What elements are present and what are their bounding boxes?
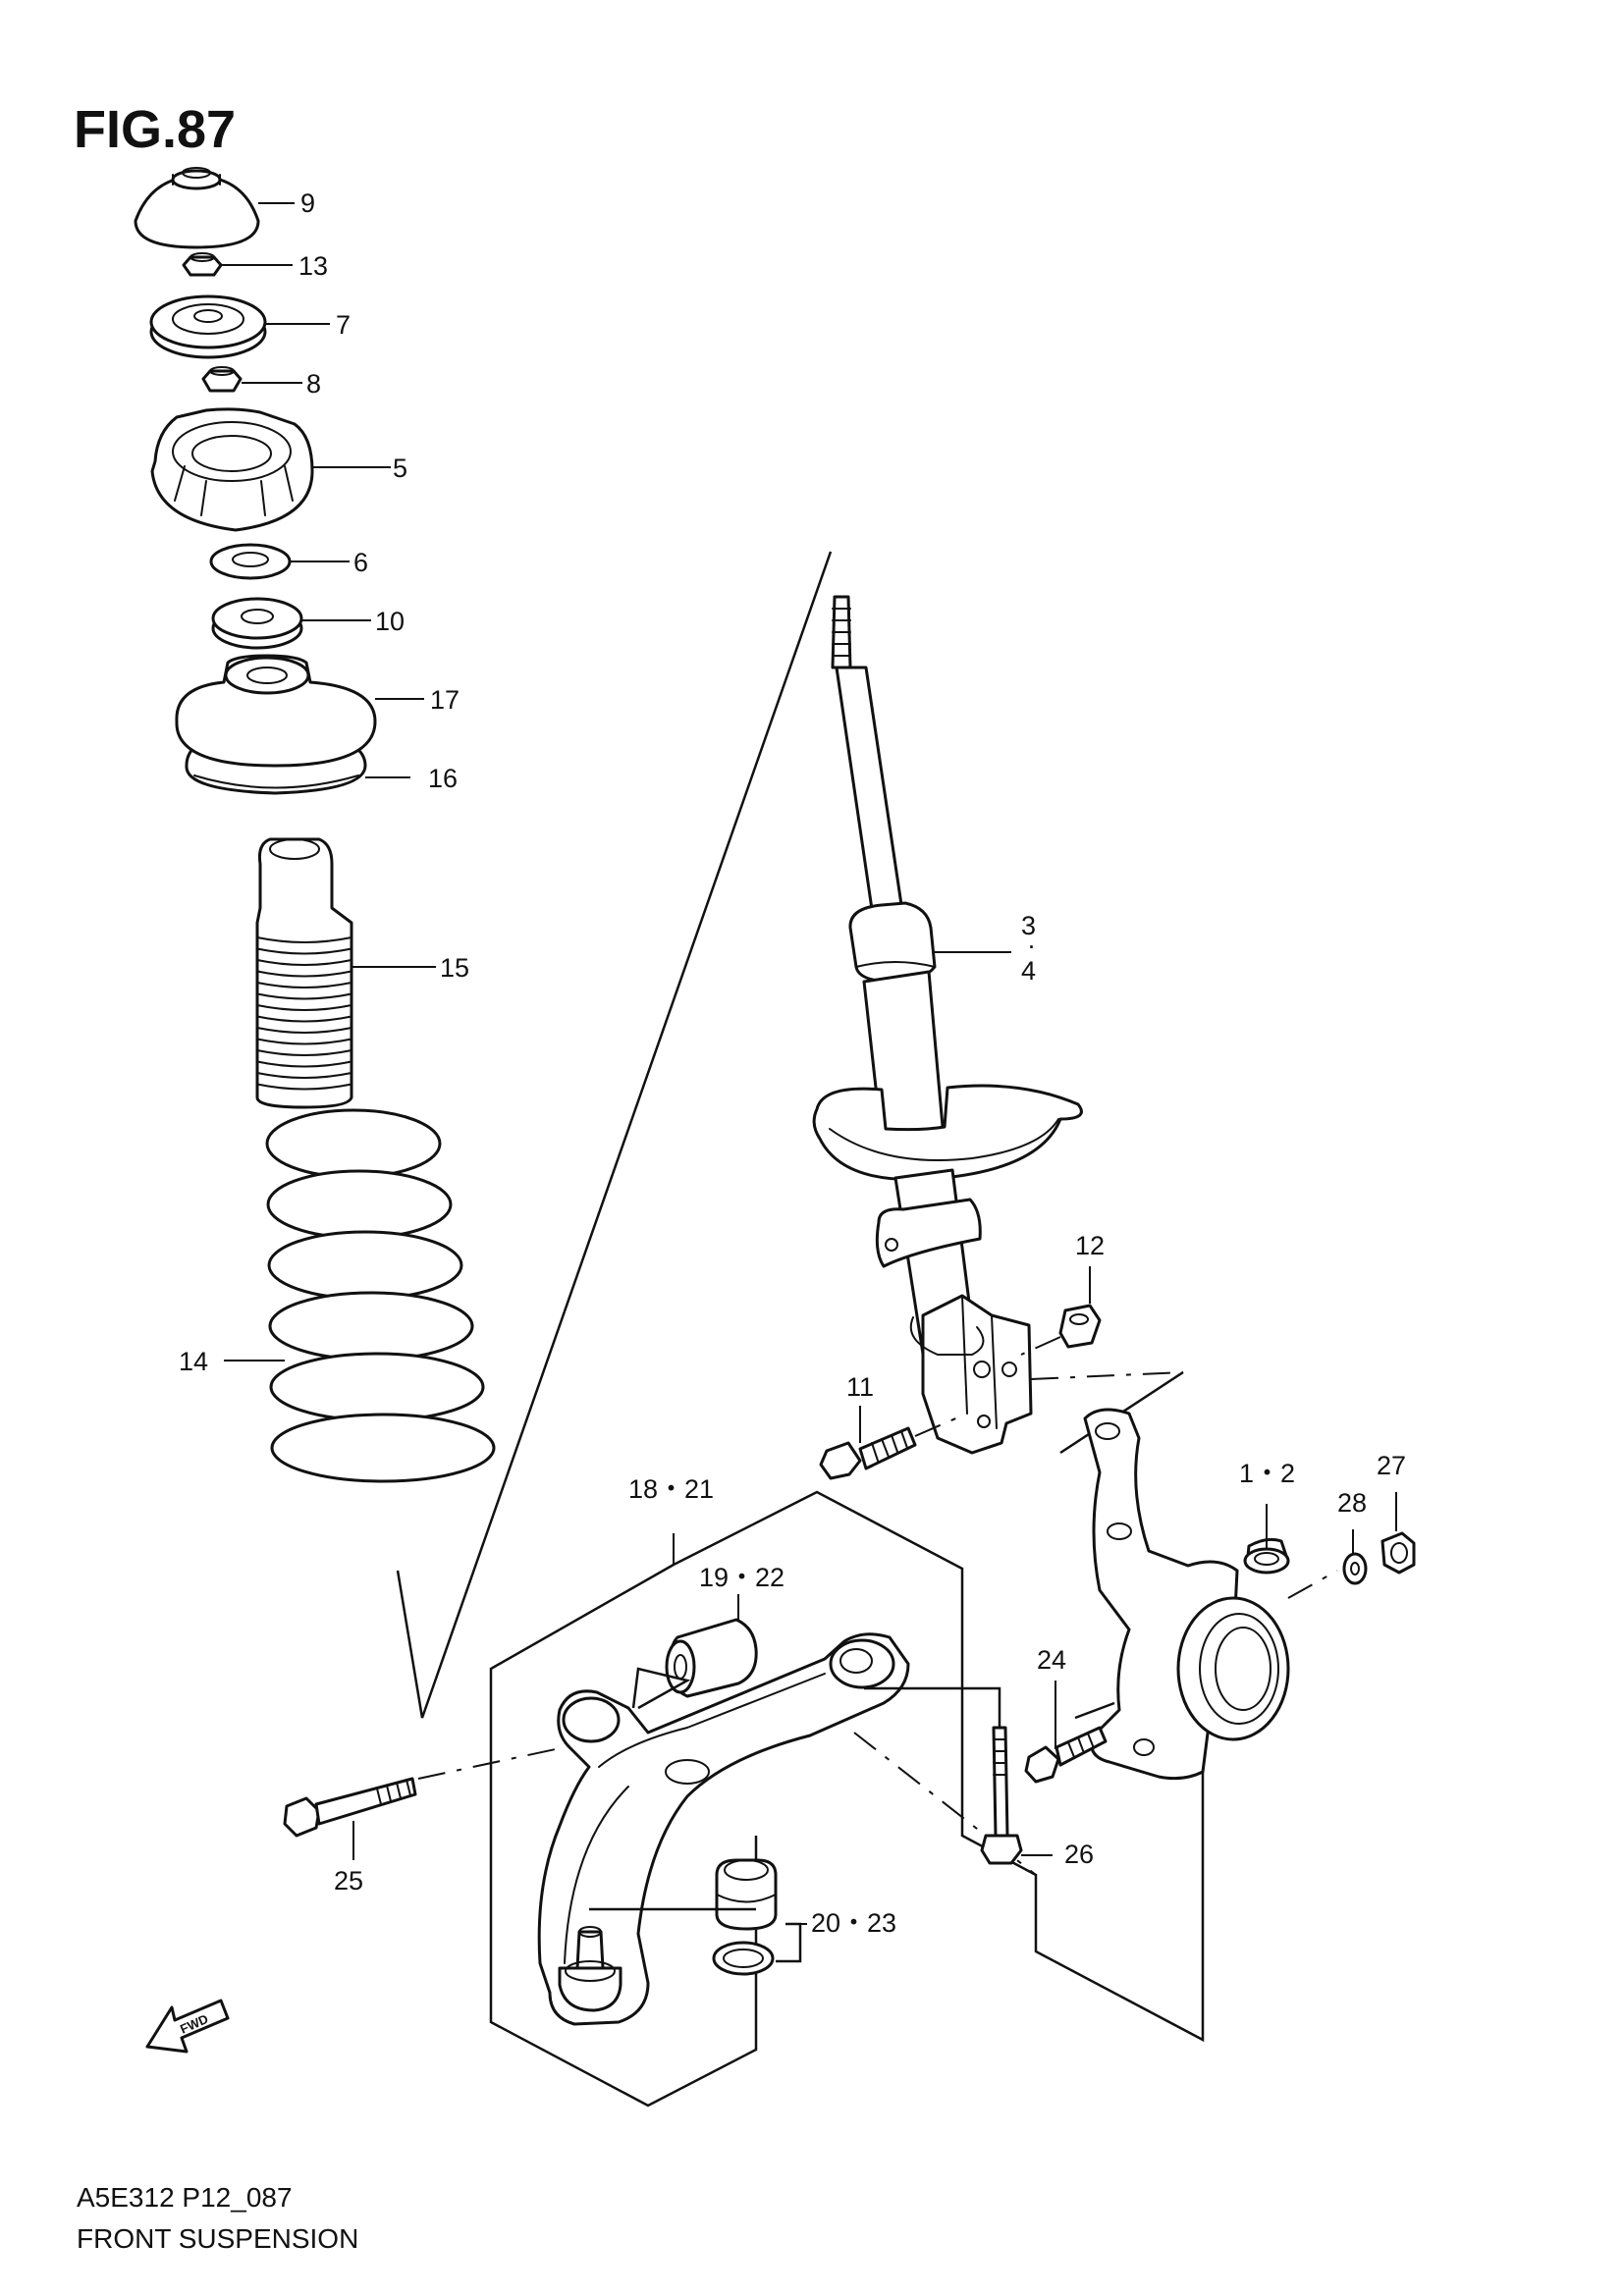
callout-1-2: 1・2: [1239, 1459, 1295, 1488]
part-17-upper-spring-seat: [175, 654, 424, 768]
part-8-nut: [201, 366, 302, 393]
part-10-bearing: [211, 597, 371, 650]
part-26-long-bolt: [864, 1686, 1053, 1865]
part-11-bolt: [819, 1406, 968, 1480]
boot-rib: [256, 936, 352, 943]
part-5-strut-mount: [150, 407, 391, 532]
lower-arm-frame-left: [489, 1563, 758, 2108]
part-15-dust-boot: [255, 837, 436, 1109]
callout-16: 16: [428, 764, 458, 793]
fwd-arrow-icon: FWD: [145, 1999, 230, 2054]
boot-rib: [256, 982, 352, 988]
part-19-22-front-bushing: [631, 1594, 758, 1710]
callout-5: 5: [393, 454, 407, 483]
boot-rib: [256, 1015, 352, 1023]
callout-labels: 9 13 7 8 5 6 10 17 16 15 14 3 · 4 12 11 …: [179, 188, 1406, 1938]
part-24-bolt: [1024, 1681, 1115, 1784]
callout-3: 3: [1021, 911, 1036, 940]
callout-11: 11: [846, 1372, 874, 1402]
part-6-washer: [209, 543, 350, 580]
callout-14: 14: [179, 1347, 208, 1376]
boot-rib: [256, 1083, 352, 1091]
coil-turn: [266, 1169, 453, 1240]
callout-28: 28: [1337, 1488, 1367, 1518]
callout-10: 10: [375, 607, 405, 636]
boot-rib: [256, 992, 352, 1000]
boot-rib: [256, 1049, 352, 1056]
callout-18-21: 18・21: [628, 1474, 714, 1504]
boot-rib: [256, 1060, 352, 1068]
part-27-nut: [1380, 1492, 1416, 1575]
figure-title: FIG.87: [74, 100, 236, 159]
coil-turns: [265, 1108, 496, 1483]
callout-4: 4: [1021, 956, 1036, 986]
callout-25: 25: [334, 1866, 363, 1896]
callout-19-22: 19・22: [699, 1563, 784, 1592]
part-9-strut-cap: [134, 167, 295, 249]
coil-turn: [267, 1230, 463, 1301]
exploded-view-guide-lines: [396, 551, 833, 1719]
figure-code: A5E312 P12_087: [77, 2182, 293, 2213]
callout-27: 27: [1377, 1451, 1406, 1480]
coil-turn: [268, 1291, 474, 1362]
coil-turn: [269, 1352, 485, 1422]
boot-rib: [256, 970, 352, 978]
part-3-4-strut-assembly: [812, 595, 1083, 1455]
callout-13: 13: [298, 251, 328, 281]
callout-15: 15: [440, 953, 469, 983]
boot-rib: [256, 1038, 352, 1045]
assembly-line-strut-knuckle: [1030, 1371, 1184, 1380]
callout-3-dot: ·: [1027, 931, 1036, 960]
boot-rib: [256, 1072, 352, 1079]
boot-rib: [256, 959, 352, 966]
part-18-21-lower-control-arm: [537, 1632, 910, 2026]
callout-20-23: 20・23: [811, 1908, 896, 1938]
part-1-2-steering-knuckle: [1083, 1408, 1338, 1781]
boot-rib: [256, 1004, 352, 1011]
boot-rib: [256, 947, 352, 955]
coil-turn: [270, 1413, 496, 1483]
callout-9: 9: [300, 188, 315, 218]
callout-7: 7: [336, 310, 351, 340]
callout-6: 6: [353, 548, 368, 577]
callout-17: 17: [430, 685, 460, 715]
boot-rib: [256, 1027, 352, 1034]
part-7-upper-seat: [149, 294, 330, 359]
part-12-nut: [1020, 1266, 1102, 1356]
callout-24: 24: [1037, 1645, 1066, 1675]
part-28-washer: [1342, 1529, 1368, 1585]
figure-caption: FRONT SUSPENSION: [77, 2223, 358, 2254]
part-25-bolt: [283, 1746, 566, 1860]
part-14-coil-spring: [224, 1108, 496, 1483]
part-13-nut: [182, 252, 293, 277]
coil-turn: [265, 1108, 442, 1179]
boot-ribs: [256, 936, 352, 1091]
callout-26: 26: [1064, 1840, 1094, 1869]
callout-12: 12: [1075, 1231, 1105, 1260]
callout-8: 8: [306, 369, 321, 399]
